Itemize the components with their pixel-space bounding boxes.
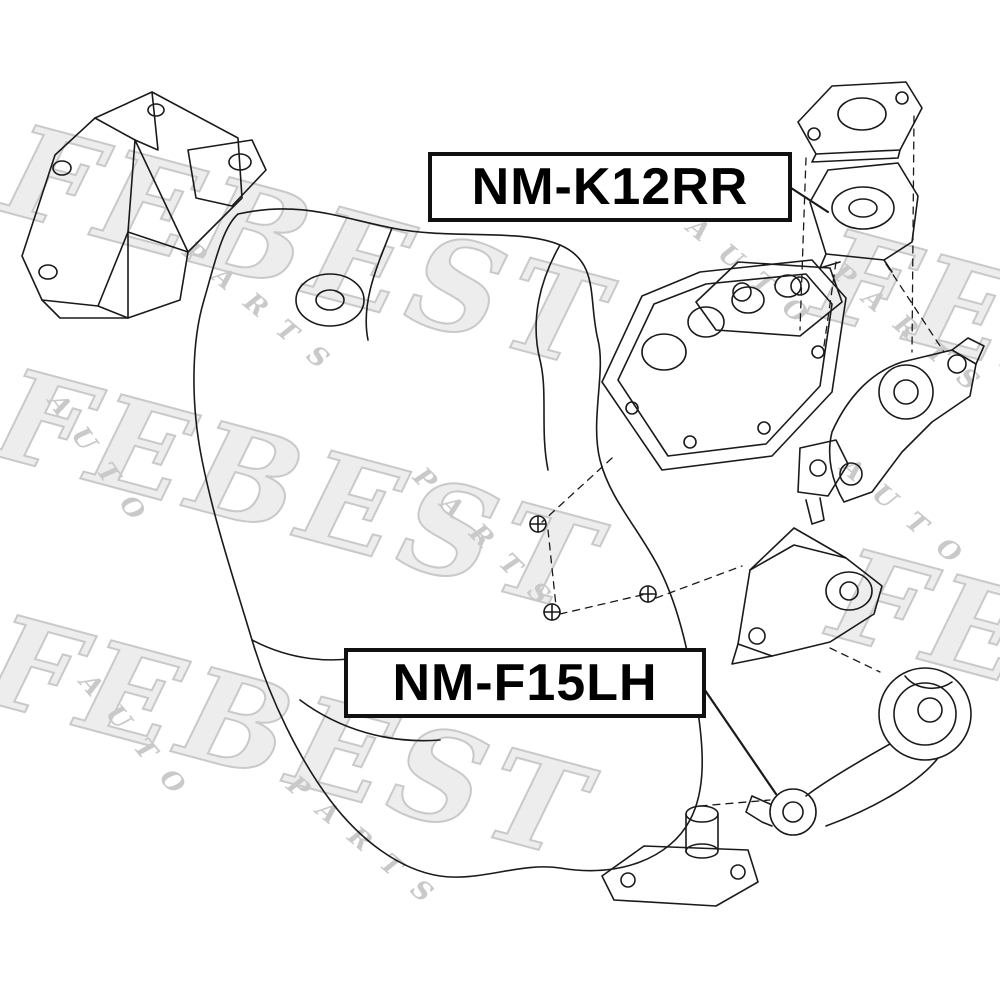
part-label-nm-f15lh: NM-F15LH [344,648,706,718]
engine-outline-drawing [193,208,704,878]
front-engine-mount-drawing [21,91,267,319]
small-bracket-drawing [797,439,849,525]
assembly-dashed-lines [541,115,945,807]
bottom-bracket-drawing [601,805,759,907]
mount-bracket-plate-drawing [695,261,843,337]
leader-lines [696,184,830,796]
bolt-symbols [529,515,657,621]
part-number-text: NM-K12RR [471,158,749,216]
valve-cover-drawing [601,259,847,471]
torque-rod-drawing [745,667,972,836]
center-bracket-drawing [731,527,883,665]
rear-mount-insulator-drawing [809,162,919,273]
rear-mount-upper-bracket-drawing [797,81,923,163]
side-mount-bracket-drawing [828,337,985,503]
part-label-nm-k12rr: NM-K12RR [428,152,792,222]
part-number-text: NM-F15LH [392,654,658,712]
